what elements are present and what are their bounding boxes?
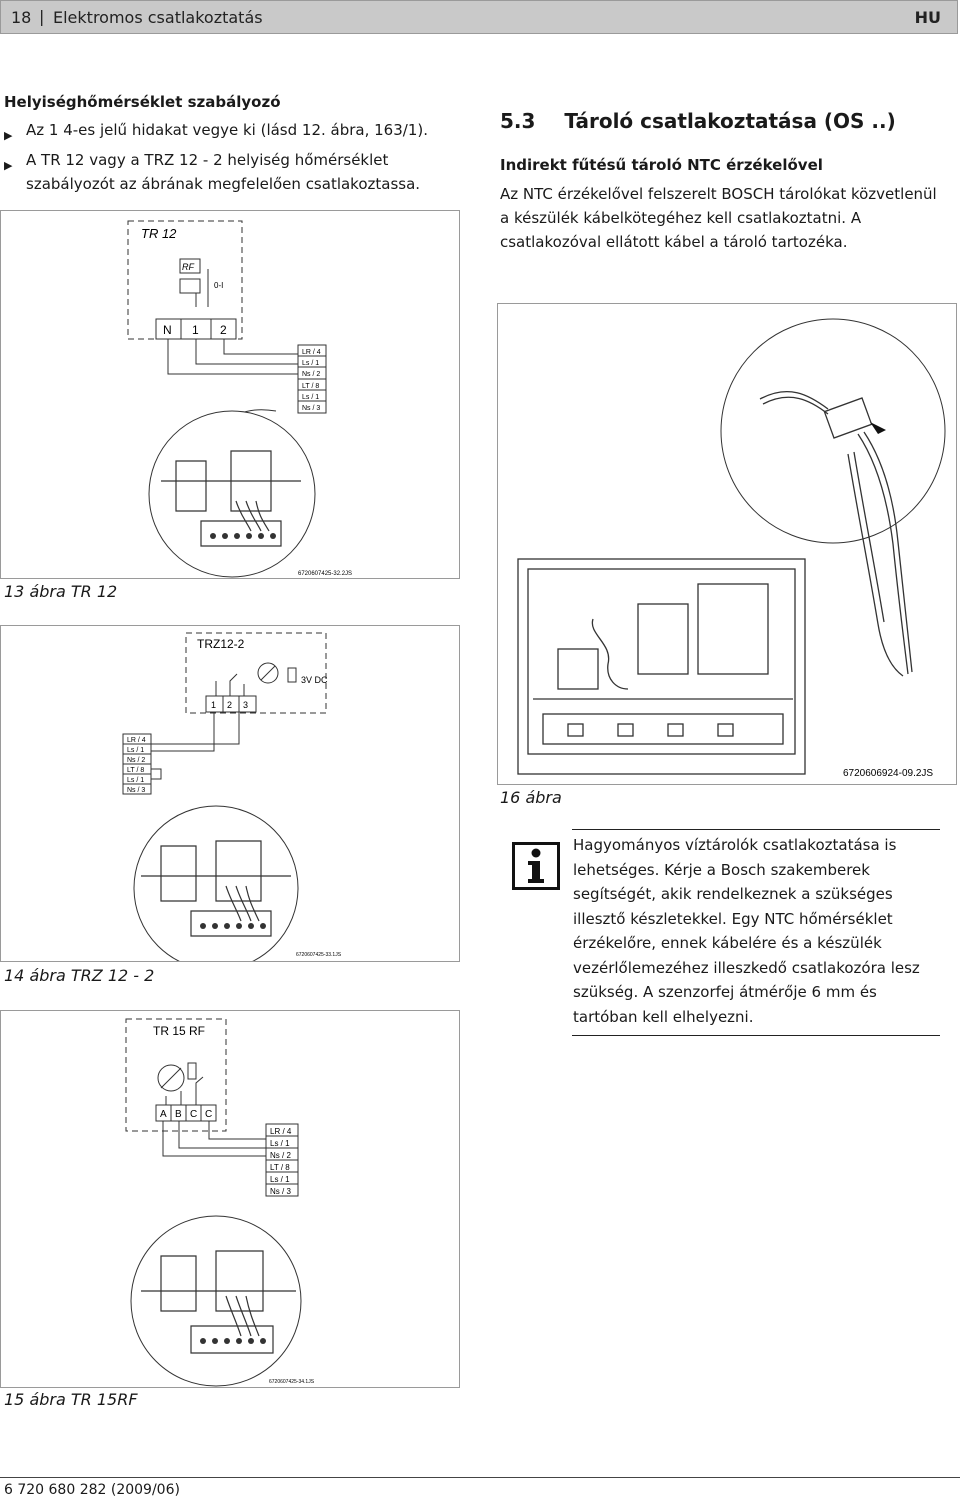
- fig13-terminal: 1: [192, 323, 199, 337]
- section-title-text: Tároló csatlakoztatása (OS ..): [564, 109, 896, 133]
- bullet-text: Az 1 4-es jelű hidakat vegye ki (lásd 12…: [26, 121, 428, 139]
- fig14-device-label: TRZ12-2: [197, 637, 245, 651]
- figure-13-caption: 13 ábra TR 12: [4, 582, 118, 601]
- fig14-wire-label: Ls / 1: [127, 747, 144, 754]
- page-header: 18 | Elektromos csatlakoztatás HU: [0, 0, 958, 34]
- fig14-wire-label: LT / 8: [127, 767, 144, 774]
- info-icon: [512, 842, 560, 890]
- bullet-item: ▶ A TR 12 vagy a TRZ 12 - 2 helyiség hőm…: [4, 148, 444, 196]
- subheading: Indirekt fűtésű tároló NTC érzékelővel: [500, 156, 823, 174]
- fig15-wire-label: LT / 8: [270, 1163, 290, 1172]
- left-heading: Helyiséghőmérséklet szabályozó: [4, 93, 281, 111]
- figure-16: 6720606924-09.2JS: [497, 303, 957, 785]
- fig15-wire-label: Ns / 2: [270, 1151, 291, 1160]
- fig15-wire-label: LR / 4: [270, 1127, 292, 1136]
- fig13-wire-label: Ns / 2: [302, 371, 320, 378]
- page-number: 18: [11, 8, 32, 27]
- footer-rule: [0, 1477, 960, 1478]
- fig13-wire-label: LT / 8: [302, 383, 319, 390]
- note-top-rule: [572, 829, 940, 830]
- figure-16-caption: 16 ábra: [500, 788, 562, 807]
- fig15-wire-label: Ls / 1: [270, 1139, 290, 1148]
- fig15-terminal: C: [190, 1109, 197, 1120]
- section-title: 5.3 Tároló csatlakoztatása (OS ..): [500, 109, 896, 133]
- fig15-terminal: A: [160, 1109, 167, 1120]
- fig15-code: 6720607425-34.1JS: [269, 1379, 315, 1385]
- fig14-terminal: 3: [243, 700, 248, 710]
- fig13-switch-symbol: 0-I: [214, 281, 223, 290]
- bullet-arrow-icon: ▶: [4, 129, 13, 142]
- fig14-code: 6720607425-33.1JS: [296, 952, 342, 958]
- fig14-wire-label: Ls / 1: [127, 777, 144, 784]
- fig14-wire-label: Ns / 2: [127, 757, 145, 764]
- header-separator: |: [39, 7, 45, 26]
- note-bottom-rule: [572, 1035, 940, 1036]
- figure-14: TRZ12-2 3V DC 1 2 3 LR / 4 Ls / 1 Ns / 2…: [0, 625, 460, 962]
- fig13-wire-label: Ns / 3: [302, 405, 320, 412]
- fig13-device-label: TR 12: [141, 226, 177, 241]
- header-language: HU: [914, 8, 941, 27]
- bullet-item: ▶ Az 1 4-es jelű hidakat vegye ki (lásd …: [4, 118, 474, 142]
- fig14-terminal: 2: [227, 700, 232, 710]
- figure-15: TR 15 RF A B C C LR / 4 Ls / 1 Ns / 2 LT…: [0, 1010, 460, 1388]
- fig15-terminal: C: [205, 1109, 212, 1120]
- fig16-code: 6720606924-09.2JS: [843, 768, 933, 779]
- fig15-terminal: B: [175, 1109, 182, 1120]
- section-paragraph: Az NTC érzékelővel felszerelt BOSCH táro…: [500, 185, 937, 251]
- fig15-wire-label: Ls / 1: [270, 1175, 290, 1184]
- bullet-arrow-icon: ▶: [4, 159, 13, 172]
- figure-15-caption: 15 ábra TR 15RF: [4, 1390, 138, 1409]
- footer-doc-number: 6 720 680 282 (2009/06): [4, 1482, 180, 1498]
- fig13-terminal: N: [163, 323, 172, 337]
- figure-13: TR 12 RF 0-I N 1 2 LR / 4 Ls / 1 Ns / 2 …: [0, 210, 460, 579]
- note-text: Hagyományos víztárolók csatlakoztatása i…: [573, 836, 920, 1026]
- fig14-voltage-label: 3V DC: [301, 675, 328, 685]
- header-title: Elektromos csatlakoztatás: [53, 8, 263, 27]
- fig14-wire-label: LR / 4: [127, 737, 146, 744]
- fig13-wire-label: LR / 4: [302, 349, 321, 356]
- fig13-wire-label: Ls / 1: [302, 394, 319, 401]
- section-number: 5.3: [500, 109, 536, 133]
- fig14-wire-label: Ns / 3: [127, 787, 145, 794]
- fig13-wire-label: Ls / 1: [302, 360, 319, 367]
- fig14-terminal: 1: [211, 700, 216, 710]
- fig15-device-label: TR 15 RF: [153, 1024, 205, 1038]
- bullet-text: A TR 12 vagy a TRZ 12 - 2 helyiség hőmér…: [26, 151, 421, 193]
- fig13-terminal: 2: [220, 323, 227, 337]
- fig13-rf-label: RF: [182, 262, 194, 272]
- fig13-code: 6720607425-32.2JS: [298, 571, 352, 577]
- figure-14-caption: 14 ábra TRZ 12 - 2: [4, 966, 155, 985]
- fig15-wire-label: Ns / 3: [270, 1187, 291, 1196]
